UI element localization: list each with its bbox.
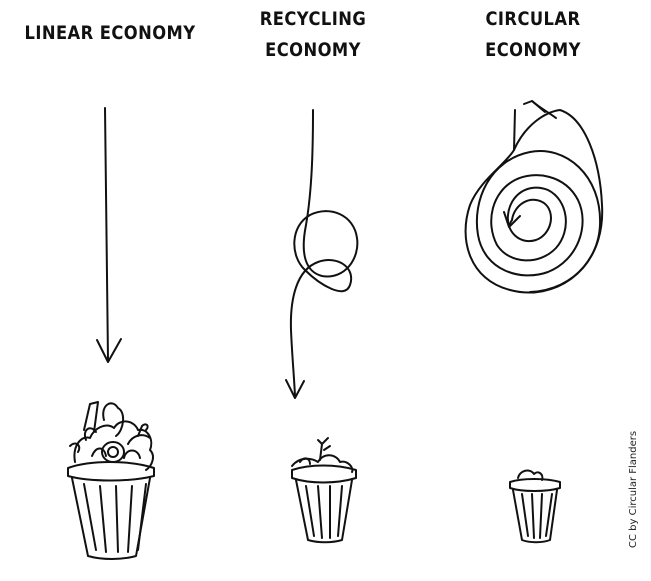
linear-flow-arrow: [96, 107, 122, 363]
recycling-flow-arrow: [285, 109, 359, 399]
circular-title-line-1: CIRCULAR: [485, 8, 581, 30]
linear-trash-bin: [67, 401, 155, 560]
recycling-title-line-1: RECYCLING: [259, 8, 367, 30]
recycling-title-line-2: ECONOMY: [265, 39, 361, 61]
credit-text: CC by Circular Flanders: [628, 430, 639, 548]
recycling-economy-title: RECYCLING ECONOMY: [221, 4, 405, 66]
circular-title-line-2: ECONOMY: [485, 39, 581, 61]
linear-economy-title: LINEAR ECONOMY: [15, 18, 204, 49]
circular-economy-title: CIRCULAR ECONOMY: [441, 4, 625, 66]
recycling-trash-bin: [291, 437, 357, 544]
linear-title-line-1: LINEAR ECONOMY: [24, 22, 196, 44]
circular-trash-bin: [509, 469, 561, 544]
circular-flow-spiral: [464, 100, 604, 294]
